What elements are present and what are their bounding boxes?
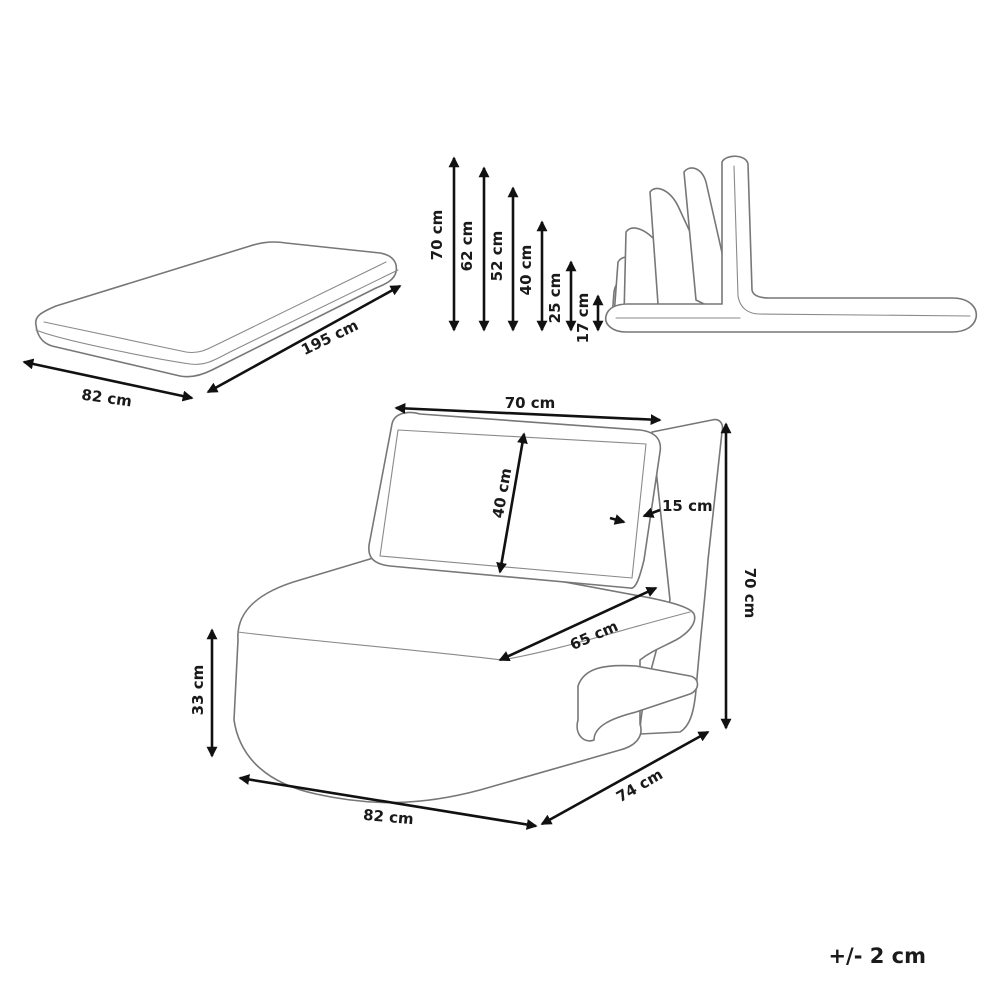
height-17-label: 17 cm: [574, 293, 592, 344]
height-70-label: 70 cm: [428, 210, 446, 261]
tolerance-note: +/- 2 cm: [828, 944, 926, 968]
mattress-width-label: 82 cm: [80, 386, 133, 411]
height-40-label: 40 cm: [517, 245, 535, 296]
backrest-width-dimension: [394, 402, 662, 426]
chair-depth-dimension: [540, 730, 710, 826]
pillow-height-dimension: [496, 432, 528, 574]
total-height-label: 70 cm: [741, 568, 759, 619]
height-62-label: 62 cm: [458, 221, 476, 272]
seat-height-label: 33 cm: [189, 665, 207, 716]
pillow-depth-label: 15 cm: [662, 497, 713, 515]
chair-width-label: 82 cm: [362, 806, 414, 828]
pillow-depth-arrow-right: [642, 507, 661, 518]
pillow-depth-arrow-left: [609, 514, 626, 525]
mattress-length-dimension: [206, 284, 402, 394]
chair-drawing: [233, 411, 724, 804]
mattress-width-dimension: [22, 358, 194, 402]
height-dimensions: 70 cm 62 cm 52 cm 40 cm 25 cm 17 cm: [428, 156, 604, 344]
height-25-label: 25 cm: [546, 273, 564, 324]
chair-pillow: [368, 411, 662, 589]
height-52-label: 52 cm: [488, 231, 506, 282]
seat-depth-dimension: [498, 586, 658, 662]
backrest-positions-drawing: [604, 155, 978, 333]
chair-width-dimension: [238, 774, 538, 830]
flat-mattress-drawing: [34, 241, 399, 378]
backrest-width-label: 70 cm: [505, 394, 556, 412]
